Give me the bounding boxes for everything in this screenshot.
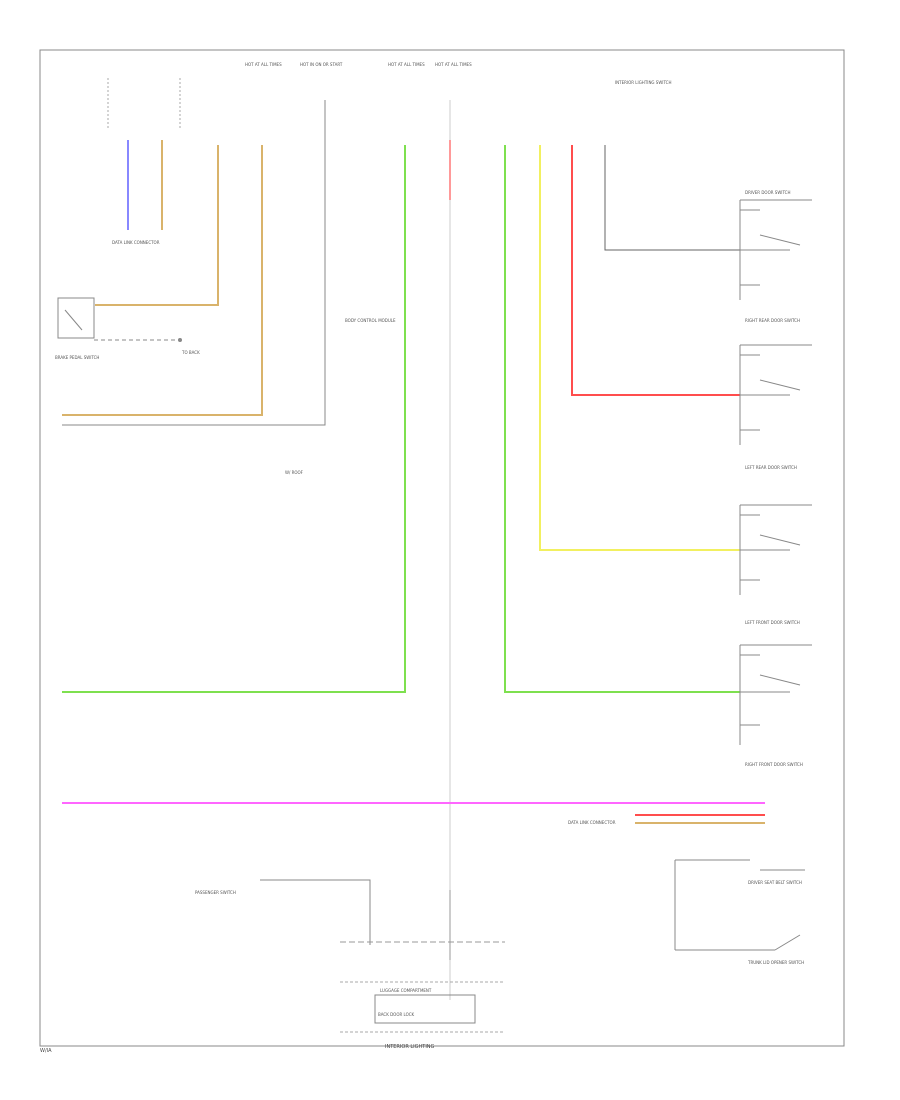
- diagram-frame: [39, 49, 845, 1047]
- brake-switch-contact: [64, 309, 83, 331]
- wire-bottom-left: [260, 879, 371, 945]
- fuse-label-2: HOT IN ON OR START: [300, 62, 343, 67]
- door-switch-4: [739, 644, 812, 745]
- bottom-box-label: LUGGAGE COMPARTMENT: [380, 988, 432, 993]
- wire-yellow: [539, 145, 740, 551]
- door-switch-3: [739, 504, 812, 595]
- brake-switch-label: BRAKE PEDAL SWITCH: [55, 355, 100, 360]
- switch-label-1: DRIVER DOOR SWITCH: [745, 190, 791, 195]
- footer-center: INTERIOR LIGHTING: [385, 1044, 435, 1050]
- wire-red: [571, 145, 740, 396]
- left-connector-label: DATA LINK CONNECTOR: [112, 240, 160, 245]
- bottom-left-switch-label: PASSENGER SWITCH: [195, 890, 236, 895]
- brake-switch-terminal: [178, 338, 182, 342]
- fuse-label-4: HOT AT ALL TIMES: [435, 62, 472, 67]
- lower-right-connector-label: DATA LINK CONNECTOR: [568, 820, 616, 825]
- fuse-label-1: HOT AT ALL TIMES: [245, 62, 282, 67]
- page-number-left: W/IA: [40, 1048, 52, 1054]
- bottom-right-label-2: TRUNK LID OPENER SWITCH: [748, 960, 805, 965]
- door-switch-1: [739, 199, 812, 300]
- fuse-label-3: HOT AT ALL TIMES: [388, 62, 425, 67]
- top-right-label: INTERIOR LIGHTING SWITCH: [615, 80, 672, 85]
- legend-mid-label: W/ ROOF: [285, 470, 303, 475]
- wire-tan-brake: [95, 145, 219, 306]
- bottom-right-label-1: DRIVER SEAT BELT SWITCH: [748, 880, 802, 885]
- wire-green-center: [62, 145, 406, 693]
- wire-tan-left: [62, 145, 263, 416]
- wire-green-right: [504, 145, 740, 693]
- wire-black-left: [62, 100, 326, 426]
- brake-switch-box: [57, 297, 95, 339]
- switch-label-2: RIGHT REAR DOOR SWITCH: [745, 318, 800, 323]
- switch-label-4: LEFT FRONT DOOR SWITCH: [745, 620, 800, 625]
- switch-label-3: LEFT REAR DOOR SWITCH: [745, 465, 797, 470]
- bottom-center-label: BACK DOOR LOCK: [378, 1012, 415, 1017]
- center-mid-label: BODY CONTROL MODULE: [345, 318, 396, 323]
- switch-label-5: RIGHT FRONT DOOR SWITCH: [745, 762, 803, 767]
- luggage-lock-box: [374, 994, 476, 1024]
- left-mid-label: TO BACK: [182, 350, 200, 355]
- seat-belt-switch: [674, 859, 805, 951]
- door-switch-2: [739, 344, 812, 445]
- wire-black-right: [604, 145, 740, 251]
